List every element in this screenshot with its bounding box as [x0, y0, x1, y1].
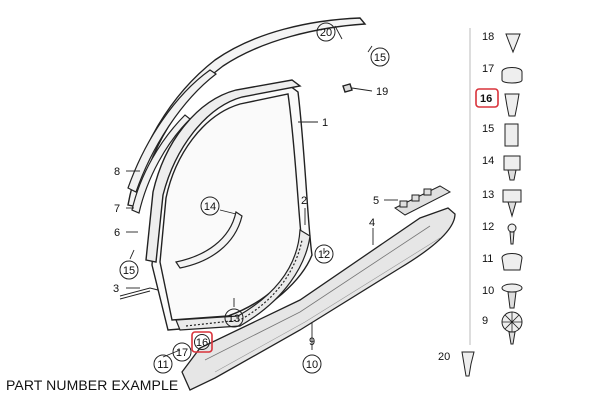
- svg-text:20: 20: [320, 27, 332, 39]
- svg-text:15: 15: [374, 52, 386, 64]
- svg-text:10: 10: [306, 359, 318, 371]
- circled-callouts: 20 15 14 15 12 13 10 11 17: [119, 22, 390, 374]
- callout-19: 19: [376, 86, 388, 98]
- svg-text:12: 12: [318, 249, 330, 261]
- legend-row-15: 15: [482, 123, 519, 147]
- bracket-5: [394, 185, 452, 216]
- svg-text:9: 9: [482, 315, 488, 327]
- legend-row-9: 9: [482, 311, 523, 345]
- legend-row-17: 17: [482, 63, 523, 84]
- callout-7: 7: [114, 203, 120, 215]
- callout-11: 11: [153, 354, 173, 374]
- legend-row-20: 20: [438, 351, 475, 377]
- callout-16-highlighted: 16: [191, 331, 213, 353]
- cable-3: [119, 287, 159, 300]
- svg-text:17: 17: [482, 63, 494, 75]
- callout-numbers: 1 2 3 4 5 6 7 8 9 19: [113, 86, 388, 348]
- legend-row-14: 14: [482, 155, 521, 181]
- callout-12: 12: [314, 244, 334, 264]
- callout-13: 13: [224, 308, 244, 328]
- svg-text:10: 10: [482, 285, 494, 297]
- legend-row-18: 18: [482, 31, 521, 54]
- callout-2: 2: [301, 195, 307, 207]
- caption: PART NUMBER EXAMPLE: [6, 377, 179, 393]
- svg-text:15: 15: [123, 265, 135, 277]
- callout-20: 20: [316, 22, 336, 42]
- svg-text:16: 16: [196, 337, 208, 349]
- svg-text:14: 14: [204, 201, 216, 213]
- svg-text:13: 13: [482, 189, 494, 201]
- callout-10: 10: [302, 354, 322, 374]
- svg-text:18: 18: [482, 31, 494, 43]
- a-pillar-trim: [127, 69, 218, 214]
- callout-17: 17: [172, 342, 192, 362]
- callout-15: 15: [119, 260, 139, 280]
- legend-row-10: 10: [482, 283, 523, 309]
- svg-text:17: 17: [176, 347, 188, 359]
- door-sill-cover-2: [175, 228, 311, 331]
- legend-row-16: 16: [475, 88, 520, 117]
- side-sill-panel-4: [181, 207, 456, 391]
- svg-text:11: 11: [157, 359, 168, 371]
- svg-text:16: 16: [480, 93, 492, 105]
- callout-5: 5: [373, 195, 379, 207]
- callout-1: 1: [322, 117, 328, 129]
- callout-14: 14: [200, 196, 220, 216]
- svg-text:12: 12: [482, 221, 494, 233]
- svg-text:13: 13: [228, 313, 240, 325]
- callout-3: 3: [113, 283, 119, 295]
- inner-trim-strip-14: [175, 211, 243, 269]
- svg-text:14: 14: [482, 155, 494, 167]
- leader-lines: [126, 25, 398, 358]
- legend-row-12: 12: [482, 221, 517, 245]
- legend-row-11: 11: [482, 253, 523, 271]
- callout-8: 8: [114, 166, 120, 178]
- callout-9: 9: [309, 336, 315, 348]
- legend-row-13: 13: [482, 189, 522, 218]
- svg-text:11: 11: [482, 253, 493, 265]
- svg-text:15: 15: [482, 123, 494, 135]
- callout-6: 6: [114, 227, 120, 239]
- callout-15-top: 15: [370, 47, 390, 67]
- svg-text:20: 20: [438, 351, 450, 363]
- callout-4: 4: [369, 217, 375, 229]
